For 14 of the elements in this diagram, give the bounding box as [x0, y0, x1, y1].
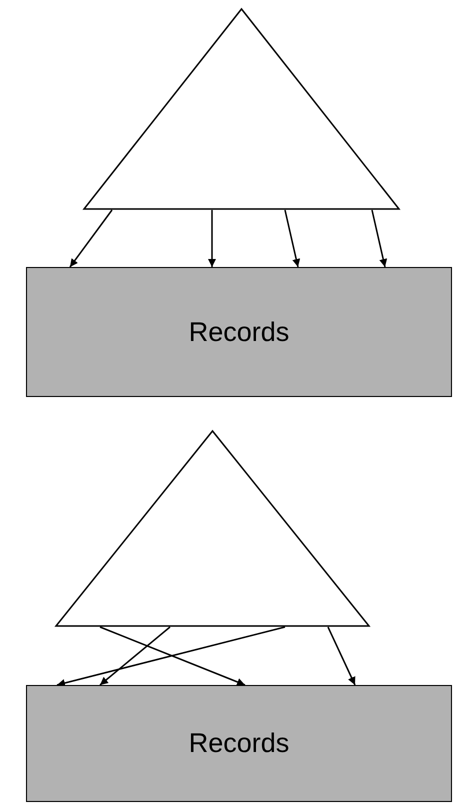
arrow — [100, 626, 246, 686]
arrow — [69, 210, 113, 268]
box-label: Records — [188, 316, 290, 348]
arrow — [56, 626, 286, 687]
arrow — [371, 210, 388, 268]
records-box — [26, 685, 452, 802]
arrow — [327, 626, 356, 686]
arrow — [100, 626, 170, 686]
arrow — [208, 210, 216, 267]
records-box — [26, 267, 452, 397]
tree-triangle — [83, 8, 400, 210]
tree-triangle — [55, 430, 370, 627]
box-label: Records — [188, 728, 290, 759]
arrow — [284, 210, 300, 268]
